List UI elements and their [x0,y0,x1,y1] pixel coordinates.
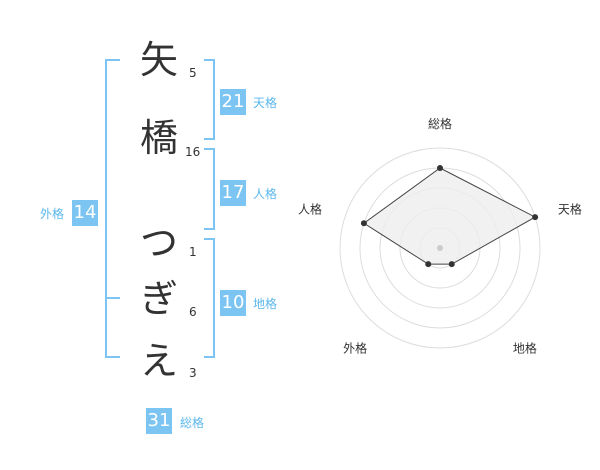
chikaku-badge: 10 [220,290,246,316]
stroke-count-2: 16 [185,145,201,159]
jinkaku-label: 人格 [253,187,278,201]
name-char-1: 矢 [140,38,179,82]
radar-center-dot [437,245,443,251]
jinkaku-bracket [204,148,215,230]
radar-axis-label-5: 人格 [298,202,322,217]
radar-point-1 [437,165,443,171]
stroke-count-3: 1 [189,245,197,259]
radar-axis-label-3: 地格 [513,340,537,355]
radar-point-5 [360,220,367,227]
radar-point-2 [532,214,539,221]
radar-point-3 [448,261,455,268]
radar-axis-label-4: 外格 [343,340,367,355]
radar-point-4 [425,261,432,268]
stroke-count-1: 5 [189,66,197,80]
soukaku-label: 総格 [180,416,205,430]
radar-axis-label-1: 総格 [428,116,452,131]
stroke-count-5: 3 [189,366,197,380]
chikaku-label: 地格 [253,297,278,311]
tenkaku-badge: 21 [220,89,246,115]
soukaku-badge: 31 [146,408,172,434]
gaikaku-bracket [105,59,120,358]
radar-ring-5 [339,147,541,349]
stroke-count-4: 6 [189,305,197,319]
radar-axis-label-2: 天格 [558,202,582,217]
tenkaku-bracket [204,59,215,140]
name-char-3: つ [140,221,179,265]
tenkaku-label: 天格 [253,96,278,110]
name-char-5: え [140,339,179,383]
gaikaku-label: 外格 [40,207,65,221]
radar-area [363,167,537,265]
chikaku-bracket [204,238,215,358]
name-char-2: 橋 [140,116,179,160]
gaikaku-badge: 14 [72,200,98,226]
name-char-4: ぎ [140,277,179,321]
jinkaku-badge: 17 [220,180,246,206]
